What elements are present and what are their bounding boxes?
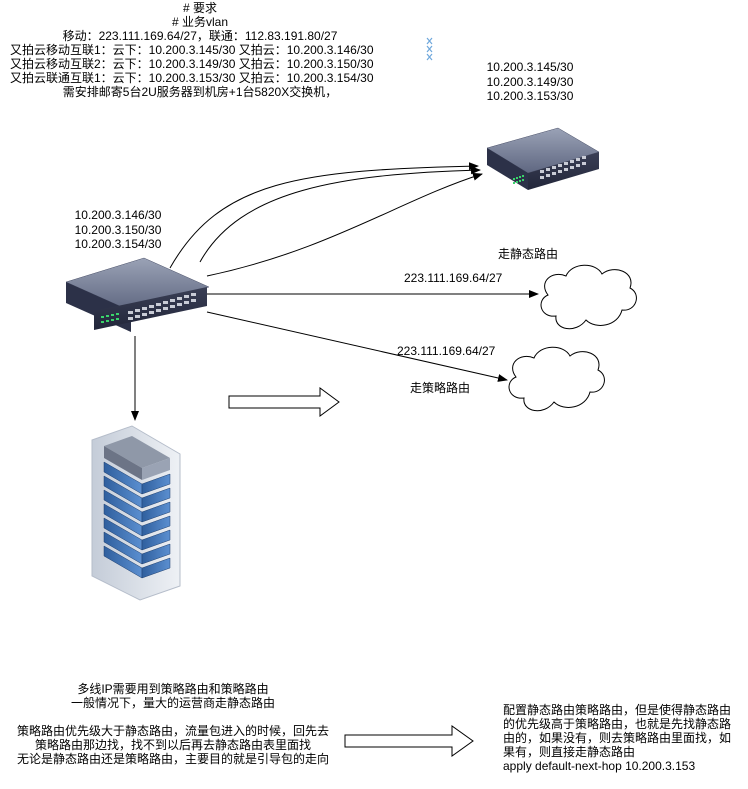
- requirements-line: 又拍云移动互联1：云下：10.200.3.145/30 又拍云：10.200.3…: [10, 43, 374, 57]
- notes-left: 多线IP需要用到策略路由和策略路由 一般情况下，量大的运营商走静态路由 策略路由…: [8, 682, 338, 766]
- requirements-line: 需安排邮寄5台2U服务器到机房+1台5820X交换机，: [62, 85, 338, 99]
- local-switch-icon: [65, 257, 210, 332]
- notes-right-line: 果有，则直接走静态路由: [503, 745, 636, 759]
- notes-right-line: apply default-next-hop 10.200.3.153: [503, 759, 696, 773]
- policy-route-label: 走策略路由: [410, 381, 471, 395]
- notes-right-line: 由的，如果没有，则去策略路由里面找，如: [503, 731, 732, 745]
- static-route-prefix: 223.111.169.64/27: [404, 271, 503, 285]
- server-rack-icon: [91, 425, 181, 601]
- local-ip: 10.200.3.154/30: [74, 237, 162, 251]
- policy-route-prefix: 223.111.169.64/27: [397, 344, 496, 358]
- uplink-arrow-2: [199, 166, 481, 263]
- notes-left-line: 一般情况下，量大的运营商走静态路由: [70, 696, 275, 710]
- requirements-line: 又拍云移动互联2：云下：10.200.3.149/30 又拍云：10.200.3…: [10, 57, 374, 71]
- notes-left-line: 多线IP需要用到策略路由和策略路由: [77, 682, 269, 696]
- upstream-ip: 10.200.3.153/30: [486, 89, 574, 103]
- cross-marker: [426, 37, 433, 61]
- upstream-switch-icon: [486, 127, 600, 190]
- upstream-ip: 10.200.3.145/30: [486, 60, 574, 74]
- static-route-label: 走静态路由: [498, 247, 559, 261]
- notes-block-arrow: [344, 725, 474, 757]
- flow-block-arrow: [228, 387, 340, 417]
- notes-left-line: 策略路由那边找，找不到以后再去静态路由表里面找: [34, 738, 311, 752]
- local-ip-list: 10.200.3.146/30 10.200.3.150/30 10.200.3…: [58, 208, 178, 252]
- uplink-arrow-1: [169, 162, 479, 269]
- notes-left-line: [8, 710, 338, 724]
- requirements-line: # 业务vlan: [171, 15, 229, 29]
- notes-left-line: 无论是静态路由还是策略路由，主要目的就是引导包的走向: [16, 752, 329, 766]
- notes-right: 配置静态路由策略路由，但是使得静态路由 的优先级高于策略路由，也就是先找静态路 …: [503, 703, 743, 773]
- notes-left-line: 策略路由优先级大于静态路由，流量包进入的时候，回先去: [16, 724, 329, 738]
- static-route-cloud-icon: [540, 264, 637, 330]
- requirements-block: # 要求 # 业务vlan 移动：223.111.169.64/27，联通：11…: [10, 1, 390, 99]
- local-ip: 10.200.3.146/30: [74, 208, 162, 222]
- policy-route-cloud-icon: [508, 346, 605, 412]
- requirements-line: 移动：223.111.169.64/27，联通：112.83.191.80/27: [62, 29, 338, 43]
- local-ip: 10.200.3.150/30: [74, 222, 162, 237]
- notes-right-line: 配置静态路由策略路由，但是使得静态路由: [503, 703, 732, 717]
- policy-route-arrow: [206, 311, 508, 382]
- upstream-ip-list: 10.200.3.145/30 10.200.3.149/30 10.200.3…: [470, 60, 590, 104]
- connectors: [131, 162, 539, 421]
- requirements-line: # 要求: [182, 1, 217, 15]
- requirements-line: 又拍云联通互联1：云下：10.200.3.153/30 又拍云：10.200.3…: [10, 71, 374, 85]
- notes-right-line: 的优先级高于策略路由，也就是先找静态路: [503, 717, 732, 731]
- upstream-ip: 10.200.3.149/30: [486, 74, 574, 89]
- uplink-arrow-3: [206, 172, 483, 277]
